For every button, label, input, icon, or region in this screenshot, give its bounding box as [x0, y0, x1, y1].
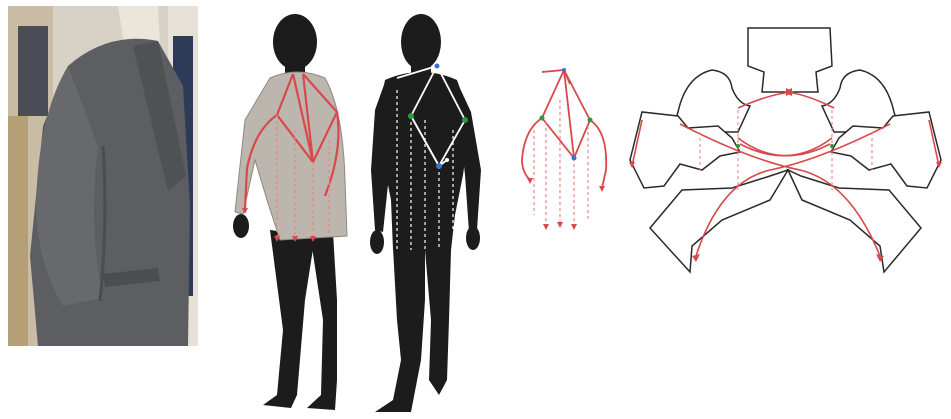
isolated-force-lines — [512, 60, 622, 240]
silhouette-figures — [225, 0, 515, 419]
pattern-pieces — [630, 28, 941, 272]
figure-b-torso — [377, 72, 471, 250]
figure-b-legs — [375, 248, 425, 412]
force-line-network — [522, 70, 606, 188]
pattern-collar — [748, 28, 832, 92]
figure-b-head — [401, 14, 441, 70]
joint-left-chest — [408, 113, 414, 119]
joint-neck — [435, 64, 440, 69]
silhouette-with-jacket — [233, 14, 347, 410]
figure-b-left-arm — [371, 82, 393, 232]
figure-a-legs — [263, 230, 315, 408]
joint-right-chest — [462, 117, 468, 123]
jacket-photo — [8, 6, 198, 346]
figure-a-head — [273, 14, 317, 70]
sewing-pattern — [620, 20, 951, 290]
pattern-left-lower — [650, 170, 788, 272]
silhouette-with-skeleton — [370, 14, 481, 412]
joint-waist — [436, 163, 442, 169]
pattern-right-lower — [788, 170, 921, 272]
force-line-arrowheads — [527, 178, 605, 230]
joint-waist-right — [445, 158, 449, 162]
figure-a-hand — [233, 214, 249, 238]
figure-a-jacket — [235, 72, 347, 240]
